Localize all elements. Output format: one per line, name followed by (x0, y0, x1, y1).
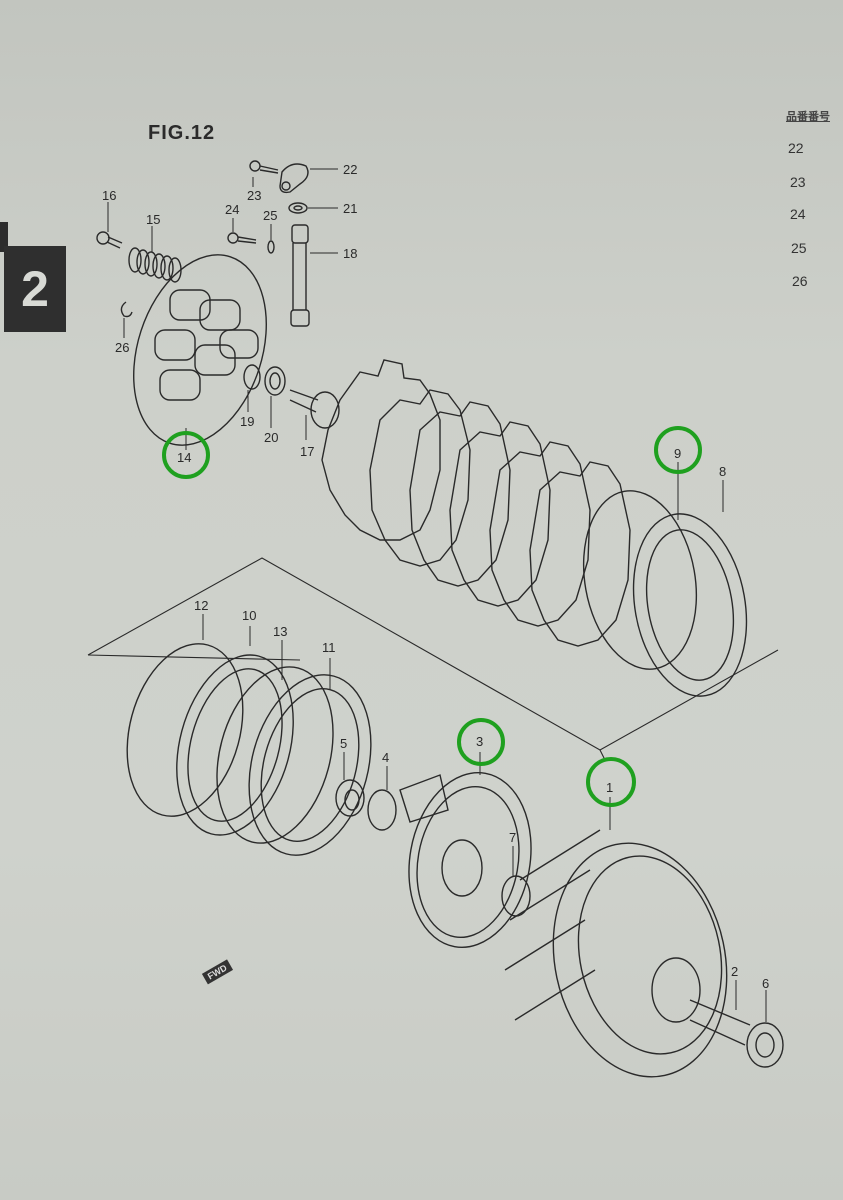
plate-8-drawing (632, 513, 748, 697)
side-number: 24 (790, 206, 806, 222)
part-label-24: 24 (225, 202, 239, 217)
side-number: 26 (792, 273, 808, 289)
side-number: 22 (788, 140, 804, 156)
part-labels: 16 15 23 22 21 18 24 25 26 14 19 20 17 9… (102, 162, 769, 991)
bolt-24-drawing (227, 232, 257, 244)
part-label-10: 10 (242, 608, 256, 623)
washer-4-drawing (367, 789, 397, 831)
part-label-9: 9 (674, 446, 681, 461)
part-label-1: 1 (606, 780, 613, 795)
part-label-17: 17 (300, 444, 314, 459)
plate-12-drawing (126, 643, 244, 817)
part-label-16: 16 (102, 188, 116, 203)
side-number: 23 (790, 174, 806, 190)
part-label-8: 8 (719, 464, 726, 479)
part-label-19: 19 (240, 414, 254, 429)
highlight-circle-1 (586, 757, 636, 807)
part-label-3: 3 (476, 734, 483, 749)
part-label-26: 26 (115, 340, 129, 355)
part-label-13: 13 (273, 624, 287, 639)
clip-26-drawing (120, 301, 133, 318)
part-label-23: 23 (247, 188, 261, 203)
figure-title: FIG.12 (148, 122, 216, 144)
part-label-20: 20 (264, 430, 278, 445)
washer-21-drawing (288, 202, 308, 214)
clutch-plate-stack-drawing (321, 359, 748, 697)
part-label-4: 4 (382, 750, 389, 765)
part-label-12: 12 (194, 598, 208, 613)
part-label-7: 7 (509, 830, 516, 845)
part-label-18: 18 (343, 246, 357, 261)
highlight-circles (162, 426, 702, 807)
clutch-housing-1-drawing (504, 829, 728, 1078)
part-label-11: 11 (322, 640, 336, 655)
part-label-2: 2 (731, 964, 738, 979)
washer-25-drawing (267, 240, 275, 254)
part-label-5: 5 (340, 736, 347, 751)
bolt-23-drawing (249, 160, 279, 174)
section-number: 2 (4, 246, 66, 332)
plate-11-drawing (248, 674, 372, 856)
section-tab-notch (0, 222, 8, 252)
part-label-22: 22 (343, 162, 357, 177)
bearing-20-drawing (264, 366, 286, 396)
rod-17-drawing (289, 389, 340, 429)
part-label-15: 15 (146, 212, 160, 227)
highlight-circle-9 (654, 426, 702, 474)
plate-13-drawing (216, 666, 334, 844)
spring-15-drawing (128, 247, 182, 283)
shaft-2-drawing (689, 999, 751, 1046)
plate-10-drawing (176, 654, 294, 836)
highlight-circle-14 (162, 431, 210, 479)
rod-18-drawing (290, 224, 310, 327)
side-number: 25 (791, 240, 807, 256)
washer-6-drawing (746, 1022, 784, 1068)
section-tab: 2 (0, 222, 66, 332)
washer-19-drawing (243, 364, 261, 390)
side-column-header: 品番番号 (786, 111, 830, 123)
hub-3-drawing (399, 772, 532, 948)
part-label-21: 21 (343, 201, 357, 216)
part-label-6: 6 (762, 976, 769, 991)
highlight-circle-3 (457, 718, 505, 766)
nut-5-drawing (335, 779, 365, 817)
part-label-25: 25 (263, 208, 277, 223)
part-label-14: 14 (177, 450, 191, 465)
cam-22-drawing (279, 163, 309, 194)
bolt-16-drawing (96, 231, 123, 249)
